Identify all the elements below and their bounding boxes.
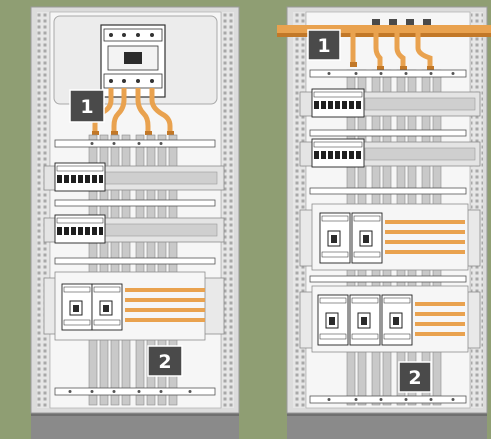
left-cabinet: 1 2 (30, 6, 240, 439)
right-plinth (287, 413, 487, 439)
right-busbar-droppers (350, 30, 433, 68)
left-large-breaker-group (43, 271, 225, 341)
circuit-breaker-icon (311, 138, 365, 168)
svg-text:2: 2 (158, 351, 171, 373)
label-2-left: 2 (147, 345, 183, 377)
main-breaker-icon (100, 24, 166, 98)
right-large-breaker-group-b (299, 285, 481, 353)
label-1-left: 1 (69, 89, 105, 123)
circuit-breaker-icon (311, 88, 365, 118)
label-1-right: 1 (307, 29, 341, 61)
left-upright-left (37, 12, 49, 408)
left-plinth (31, 413, 239, 439)
svg-text:1: 1 (80, 96, 93, 118)
left-upright-right (222, 12, 234, 408)
right-large-breaker-group-a (299, 203, 481, 271)
right-din-row-2 (299, 138, 481, 168)
right-cabinet: 1 2 (277, 6, 491, 439)
circuit-breaker-icon (61, 283, 123, 331)
circuit-breaker-icon (54, 162, 106, 192)
circuit-breaker-icon (317, 294, 413, 346)
circuit-breaker-icon (319, 212, 383, 264)
svg-text:2: 2 (408, 367, 421, 389)
right-din-row-1 (299, 88, 481, 118)
label-2-right: 2 (398, 361, 432, 393)
left-din-row-1 (43, 162, 225, 192)
circuit-breaker-icon (54, 214, 106, 244)
left-din-row-2 (43, 214, 225, 244)
left-vertical-bars (88, 134, 178, 406)
svg-text:1: 1 (317, 35, 330, 57)
